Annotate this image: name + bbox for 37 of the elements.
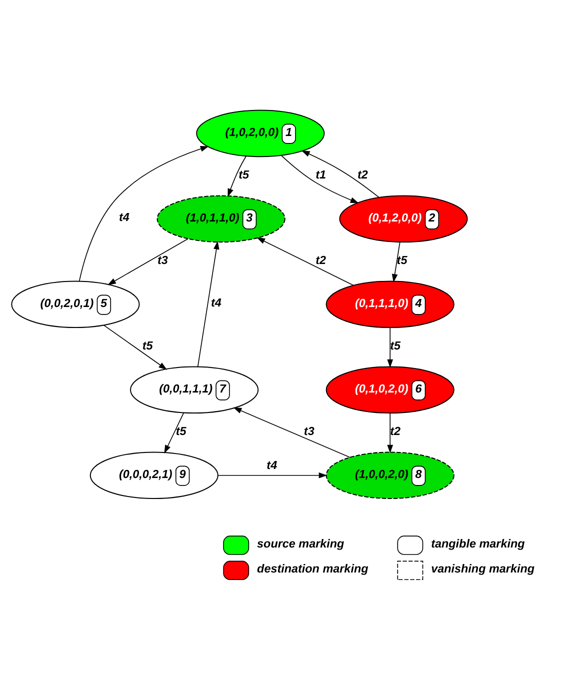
arrow [256,237,354,286]
edge-label: t4 [266,458,278,472]
arrow [218,472,328,478]
edge-label: t5 [396,254,408,267]
legend-label: source marking [257,538,344,551]
edge-label: t2 [390,424,401,438]
legend-label: destination marking [257,562,368,576]
arrow [387,327,394,368]
edge-label: t4 [211,296,222,310]
edge-label: t5 [390,339,401,352]
arrow [301,150,380,198]
edge-label: t5 [238,168,250,182]
arrow [108,238,188,286]
arrow [387,412,394,454]
node-ellipse: (0,1,1,1,0) 4 [326,280,454,328]
node-ellipse: (0,1,0,2,0) 6 [326,366,454,414]
edge-label: t3 [304,424,314,438]
edge-label: t2 [357,168,368,182]
arrow [104,324,168,370]
node-ellipse: (0,0,0,2,1) 9 [90,452,218,499]
arrow [233,407,350,458]
node-ellipse: (1,0,0,2,0) 8 [326,452,454,499]
legend-label: tangible marking [431,538,525,551]
arrow [280,154,359,204]
edge-label: t2 [316,254,326,267]
arrow [164,412,184,454]
edge-label: t5 [142,339,153,352]
arrow [392,242,400,282]
edge-label: t3 [157,254,168,267]
edge-label: t5 [176,424,186,438]
arrow [78,146,209,282]
edge-label: t1 [316,168,326,182]
arrow [197,240,220,368]
arrow [228,156,247,198]
legend-label: vanishing marking [431,562,535,576]
edge-label: t4 [118,211,130,224]
node-ellipse: (0,0,2,0,1) 5 [11,280,140,328]
